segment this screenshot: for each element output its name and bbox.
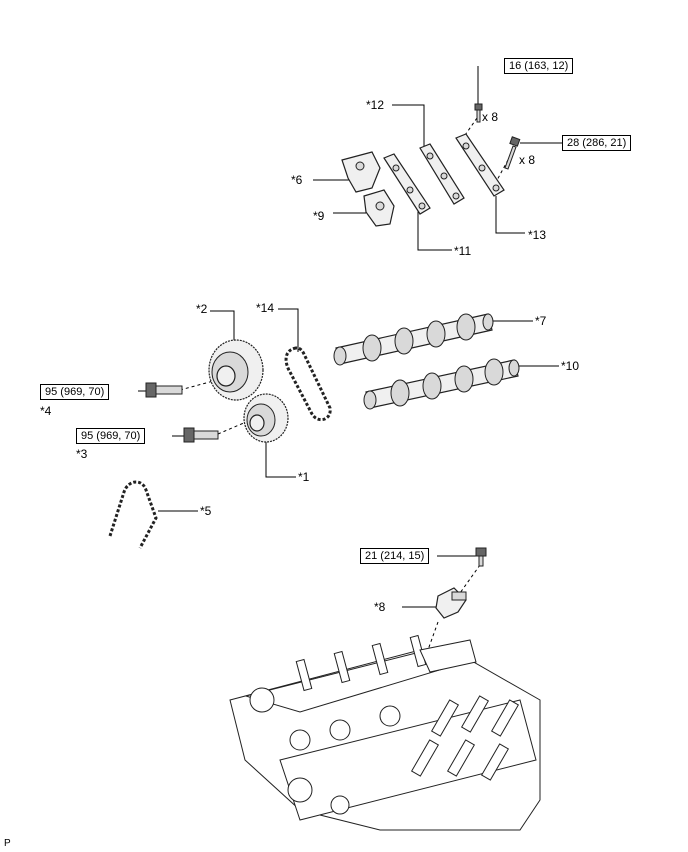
leader-c2 <box>210 310 235 345</box>
callout-14: *14 <box>256 301 275 315</box>
bearing-cap-6 <box>341 151 381 193</box>
torque-spec-gear-upper: 95 (969, 70) <box>40 384 110 400</box>
leader-c1 <box>265 442 296 478</box>
callout-2: *2 <box>196 302 208 316</box>
bolt-large <box>504 136 521 170</box>
callout-3: *3 <box>76 447 88 461</box>
bearing-cap-13 <box>455 133 505 197</box>
leader-c14 <box>278 308 299 352</box>
torque-spec-cap-large: 28 (286, 21) <box>562 135 632 151</box>
bolt-gear-upper <box>145 382 183 398</box>
torque-spec-cap-small: 16 (163, 12) <box>504 58 574 74</box>
callout-8: *8 <box>374 600 386 614</box>
bearing-cap-12 <box>419 143 465 205</box>
leader-c11 <box>417 210 452 251</box>
sensor-8 <box>435 587 467 619</box>
torque-spec-gear-lower: 95 (969, 70) <box>76 428 146 444</box>
camshaft-7 <box>333 313 494 366</box>
leader-c12 <box>392 104 425 146</box>
cam-timing-gear-1 <box>243 393 289 443</box>
callout-12: *12 <box>366 98 385 112</box>
callout-1: *1 <box>298 470 310 484</box>
bearing-cap-11 <box>383 153 431 215</box>
chain-5 <box>108 480 158 549</box>
assembly-guides <box>179 117 509 701</box>
callout-13: *13 <box>528 228 547 242</box>
callout-11: *11 <box>454 244 472 258</box>
leader-lines <box>138 66 562 608</box>
callout-5: *5 <box>200 504 212 518</box>
callout-9: *9 <box>313 209 325 223</box>
figure-code: P <box>4 838 11 849</box>
qty-large-bolts: x 8 <box>519 153 536 167</box>
cylinder-head <box>229 634 541 831</box>
qty-small-bolts: x 8 <box>482 110 499 124</box>
bearing-cap-9 <box>363 189 395 227</box>
camshaft-10 <box>363 358 520 410</box>
bolt-gear-lower <box>183 427 219 443</box>
callout-10: *10 <box>561 359 580 373</box>
callout-7: *7 <box>535 314 547 328</box>
timing-chain-14 <box>284 346 332 422</box>
bolt-sensor <box>475 547 487 567</box>
cam-timing-gear-2 <box>208 339 264 401</box>
callout-6: *6 <box>291 173 303 187</box>
torque-spec-sensor: 21 (214, 15) <box>360 548 430 564</box>
leader-c13 <box>495 196 525 234</box>
callout-4: *4 <box>40 404 52 418</box>
bolt-small <box>474 103 483 123</box>
